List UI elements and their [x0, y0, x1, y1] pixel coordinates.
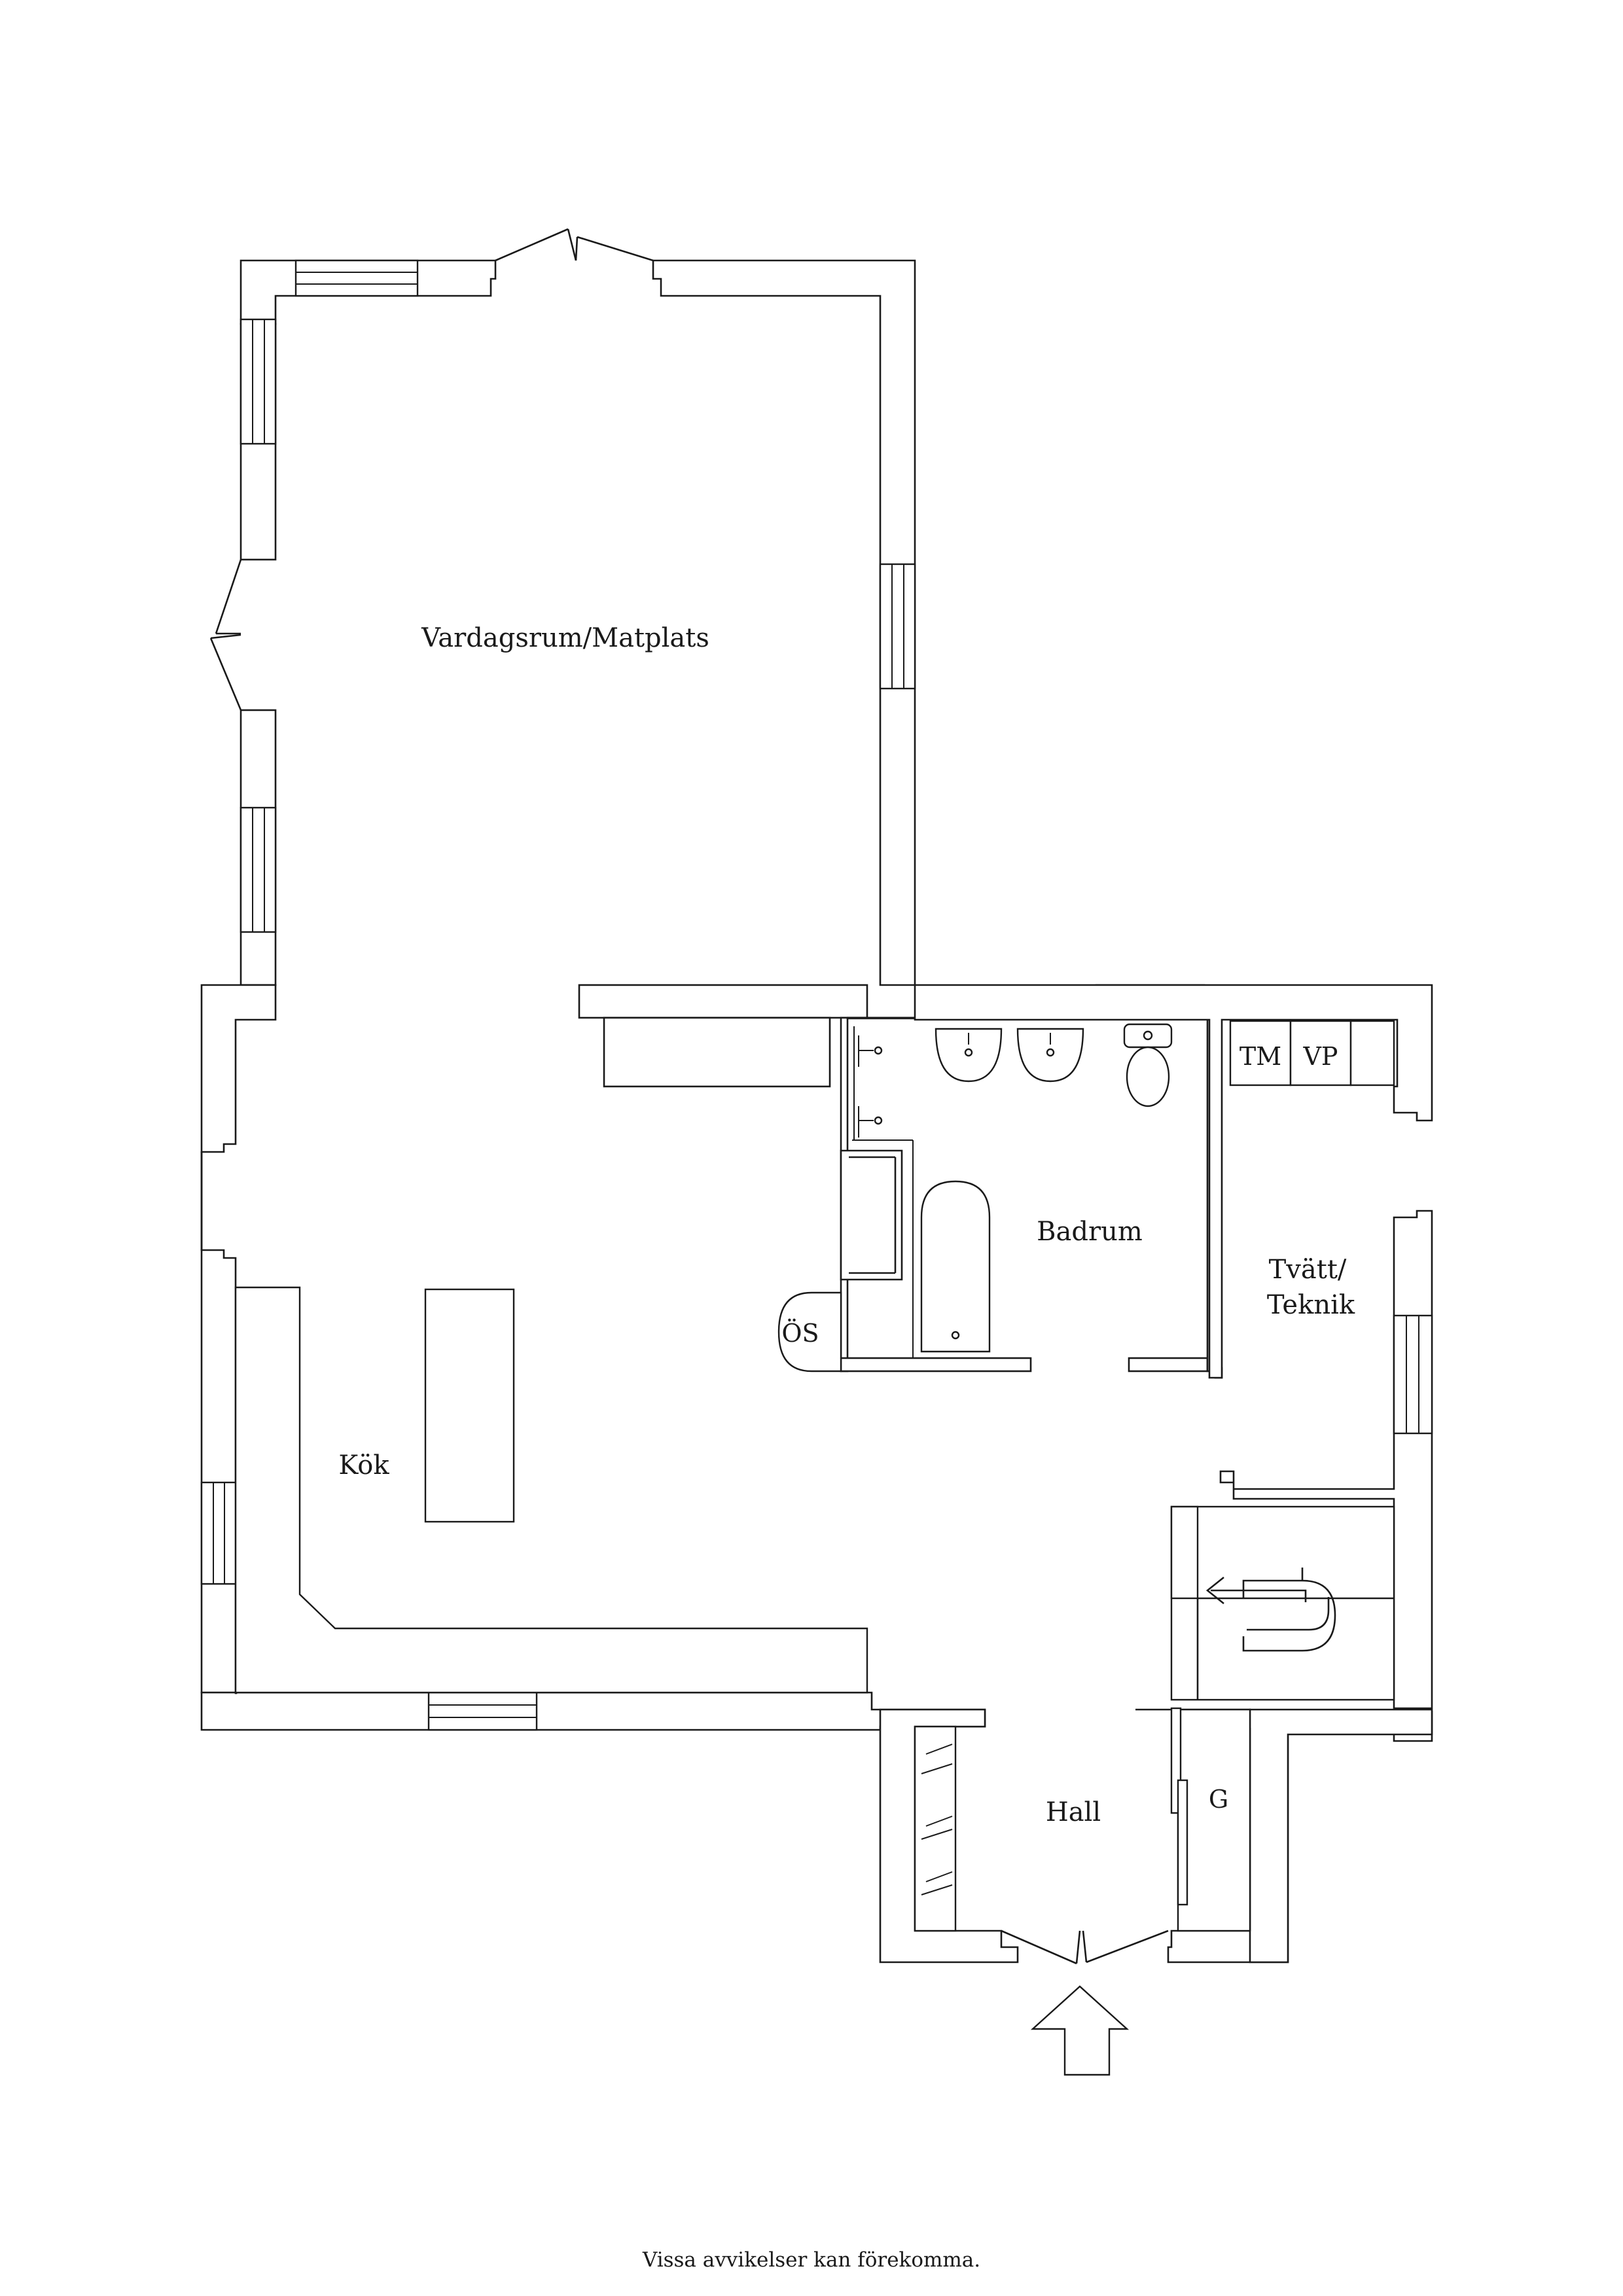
room-label-bathroom: Badrum	[1037, 1217, 1143, 1247]
room-label-closet: G	[1209, 1785, 1228, 1814]
room-label-hall: Hall	[1046, 1797, 1101, 1827]
room-label-living: Vardagsrum/Matplats	[421, 623, 709, 653]
laundry-walls	[914, 984, 1433, 1742]
window-kitchen-left	[200, 1481, 237, 1585]
disclaimer-text: Vissa avvikelser kan förekomma.	[642, 2248, 980, 2272]
label-stove: ÖS	[781, 1319, 819, 1348]
room-label-laundry-2: Teknik	[1267, 1290, 1355, 1320]
window-laundry	[1393, 1314, 1433, 1435]
sink-icon	[1016, 1028, 1084, 1083]
bathtub-icon	[920, 1180, 991, 1353]
room-label-kitchen: Kök	[338, 1450, 389, 1480]
sink-icon	[935, 1028, 1003, 1083]
hall-walls	[879, 1708, 1433, 1964]
toilet-icon	[1123, 1023, 1173, 1107]
window-living-top	[294, 259, 419, 297]
label-vp: VP	[1302, 1042, 1338, 1071]
kitchen-island	[424, 1288, 515, 1523]
wardrobe	[914, 1725, 957, 1932]
window-living-right	[879, 563, 916, 690]
door-living-left	[209, 559, 242, 711]
room-label-laundry-1: Tvätt/	[1269, 1255, 1347, 1285]
window-living-left-1	[240, 318, 277, 445]
tiled-stove	[777, 1291, 842, 1372]
entrance-door	[1001, 1929, 1169, 1965]
window-kitchen-bottom	[427, 1691, 538, 1731]
shower-icon	[858, 1035, 883, 1138]
window-living-left-2	[240, 806, 277, 933]
closet	[1170, 1707, 1251, 1932]
entrance-arrow-icon	[1030, 1985, 1130, 2076]
staircase	[1170, 1505, 1395, 1701]
stairs-arrow-icon	[1205, 1576, 1330, 1631]
appliance-row	[1229, 1020, 1395, 1086]
kitchen-counter	[234, 1286, 868, 1694]
door-living-top	[495, 228, 654, 262]
label-tm: TM	[1240, 1042, 1281, 1071]
